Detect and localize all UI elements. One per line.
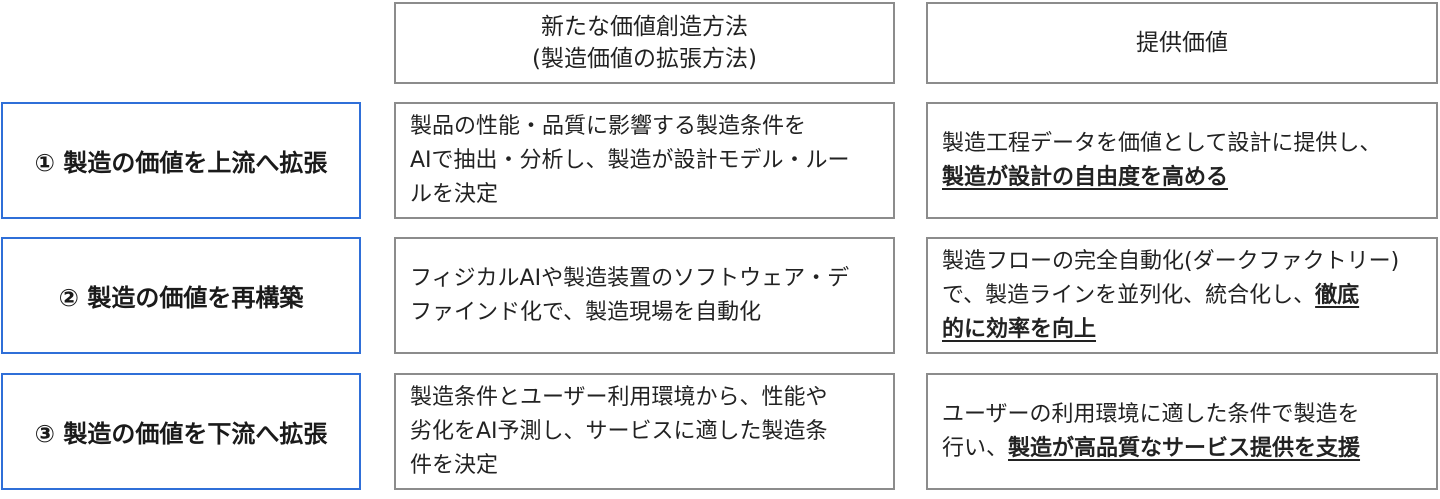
- value-emphasis: 製造が高品質なサービス提供を支援: [1008, 435, 1361, 461]
- method-cell-upstream: 製品の性能・品質に影響する製造条件を AIで抽出・分析し、製造が設計モデル・ルー…: [394, 102, 895, 219]
- method-cell-downstream: 製造条件とユーザー利用環境から、性能や 劣化をAI予測し、サービスに適した製造条…: [394, 373, 895, 490]
- value-text: で、製造ラインを並列化、統合化し、: [942, 282, 1316, 308]
- value-line: で、製造ラインを並列化、統合化し、徹底: [942, 279, 1399, 313]
- method-line: 件を決定: [410, 452, 499, 478]
- value-cell-rebuild: 製造フローの完全自動化(ダークファクトリー) で、製造ラインを並列化、統合化し、…: [926, 237, 1438, 354]
- row-label-rebuild: ② 製造の価値を再構築: [1, 237, 361, 354]
- value-line: 製造工程データを価値として設計に提供し、: [942, 130, 1382, 156]
- header-method-line1: 新たな価値創造方法: [540, 14, 748, 40]
- method-line: フィジカルAIや製造装置のソフトウェア・デ: [410, 265, 850, 291]
- value-emphasis: 徹底: [1315, 282, 1360, 308]
- header-method-line2: (製造価値の拡張方法): [532, 46, 757, 72]
- header-method: 新たな価値創造方法 (製造価値の拡張方法): [394, 2, 895, 84]
- value-emphasis: 製造が設計の自由度を高める: [942, 164, 1229, 190]
- method-line: 劣化をAI予測し、サービスに適した製造条: [410, 418, 828, 444]
- row-label-upstream: ① 製造の価値を上流へ拡張: [1, 102, 361, 219]
- row-label-text: ② 製造の価値を再構築: [58, 284, 304, 312]
- value-line: 製造が設計の自由度を高める: [942, 161, 1381, 195]
- method-line: ファインド化で、製造現場を自動化: [410, 299, 762, 325]
- method-line: 製造条件とユーザー利用環境から、性能や: [410, 384, 828, 410]
- header-value: 提供価値: [926, 2, 1438, 84]
- value-line: 的に効率を向上: [942, 313, 1399, 347]
- method-line: 製品の性能・品質に影響する製造条件を: [410, 113, 807, 139]
- method-line: ルを決定: [410, 181, 499, 207]
- value-line: 製造フローの完全自動化(ダークファクトリー): [942, 248, 1400, 274]
- row-label-downstream: ③ 製造の価値を下流へ拡張: [1, 373, 361, 490]
- method-cell-rebuild: フィジカルAIや製造装置のソフトウェア・デ ファインド化で、製造現場を自動化: [394, 237, 895, 354]
- value-line: ユーザーの利用環境に適した条件で製造を: [942, 401, 1360, 427]
- value-line: 行い、製造が高品質なサービス提供を支援: [942, 432, 1360, 466]
- value-cell-upstream: 製造工程データを価値として設計に提供し、 製造が設計の自由度を高める: [926, 102, 1438, 219]
- header-value-text: 提供価値: [1136, 30, 1228, 56]
- method-line: AIで抽出・分析し、製造が設計モデル・ルー: [410, 147, 850, 173]
- row-label-text: ① 製造の価値を上流へ拡張: [34, 149, 328, 177]
- value-cell-downstream: ユーザーの利用環境に適した条件で製造を 行い、製造が高品質なサービス提供を支援: [926, 373, 1438, 490]
- value-text: 行い、: [942, 435, 1009, 461]
- row-label-text: ③ 製造の価値を下流へ拡張: [34, 420, 328, 448]
- value-emphasis: 的に効率を向上: [942, 316, 1097, 342]
